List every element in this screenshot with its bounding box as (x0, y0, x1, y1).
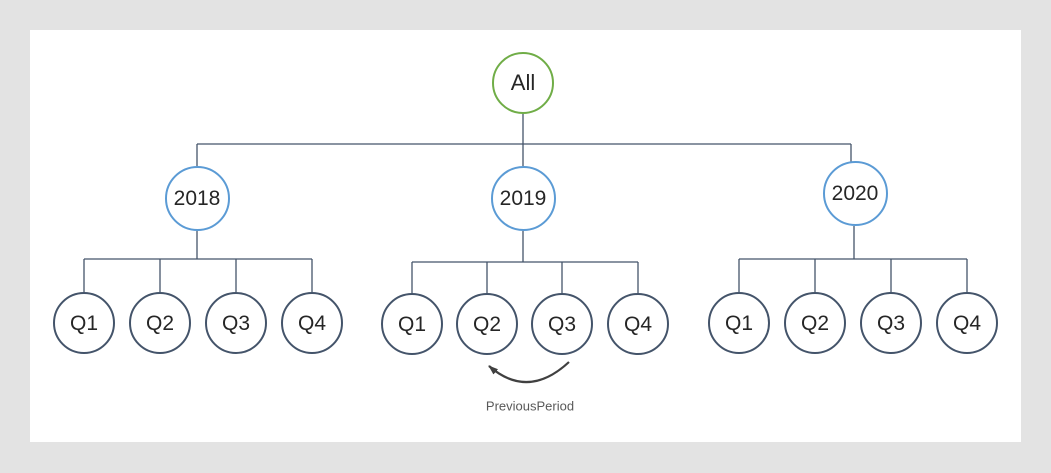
node-2020-q3: Q3 (860, 292, 922, 354)
node-2020: 2020 (822, 160, 888, 226)
node-2019-q3: Q3 (531, 293, 593, 355)
node-2018: 2018 (164, 165, 230, 231)
node-2019-q1-label: Q1 (397, 312, 426, 336)
node-2018-label: 2018 (173, 186, 221, 210)
node-2018-q4: Q4 (281, 292, 343, 354)
node-2018-q4-label: Q4 (297, 311, 326, 335)
node-2020-q2-label: Q2 (800, 311, 829, 335)
previous-period-label: PreviousPeriod (485, 398, 575, 414)
node-2019: 2019 (490, 165, 556, 231)
node-2020-q4-label: Q4 (952, 311, 981, 335)
node-2019-label: 2019 (499, 186, 547, 210)
node-2019-q4: Q4 (607, 293, 669, 355)
node-2018-q1: Q1 (53, 292, 115, 354)
node-2018-q2: Q2 (129, 292, 191, 354)
node-all-label: All (510, 70, 536, 95)
node-2019-q4-label: Q4 (623, 312, 652, 336)
node-2020-label: 2020 (831, 181, 879, 205)
node-all: All (492, 52, 554, 114)
node-2020-q4: Q4 (936, 292, 998, 354)
node-2019-q2: Q2 (456, 293, 518, 355)
node-2018-q2-label: Q2 (145, 311, 174, 335)
node-2018-q3-label: Q3 (221, 311, 250, 335)
node-2020-q3-label: Q3 (876, 311, 905, 335)
node-2019-q3-label: Q3 (547, 312, 576, 336)
node-2019-q1: Q1 (381, 293, 443, 355)
node-2018-q3: Q3 (205, 292, 267, 354)
node-2020-q2: Q2 (784, 292, 846, 354)
node-2020-q1: Q1 (708, 292, 770, 354)
node-2020-q1-label: Q1 (724, 311, 753, 335)
node-2019-q2-label: Q2 (472, 312, 501, 336)
node-2018-q1-label: Q1 (69, 311, 98, 335)
